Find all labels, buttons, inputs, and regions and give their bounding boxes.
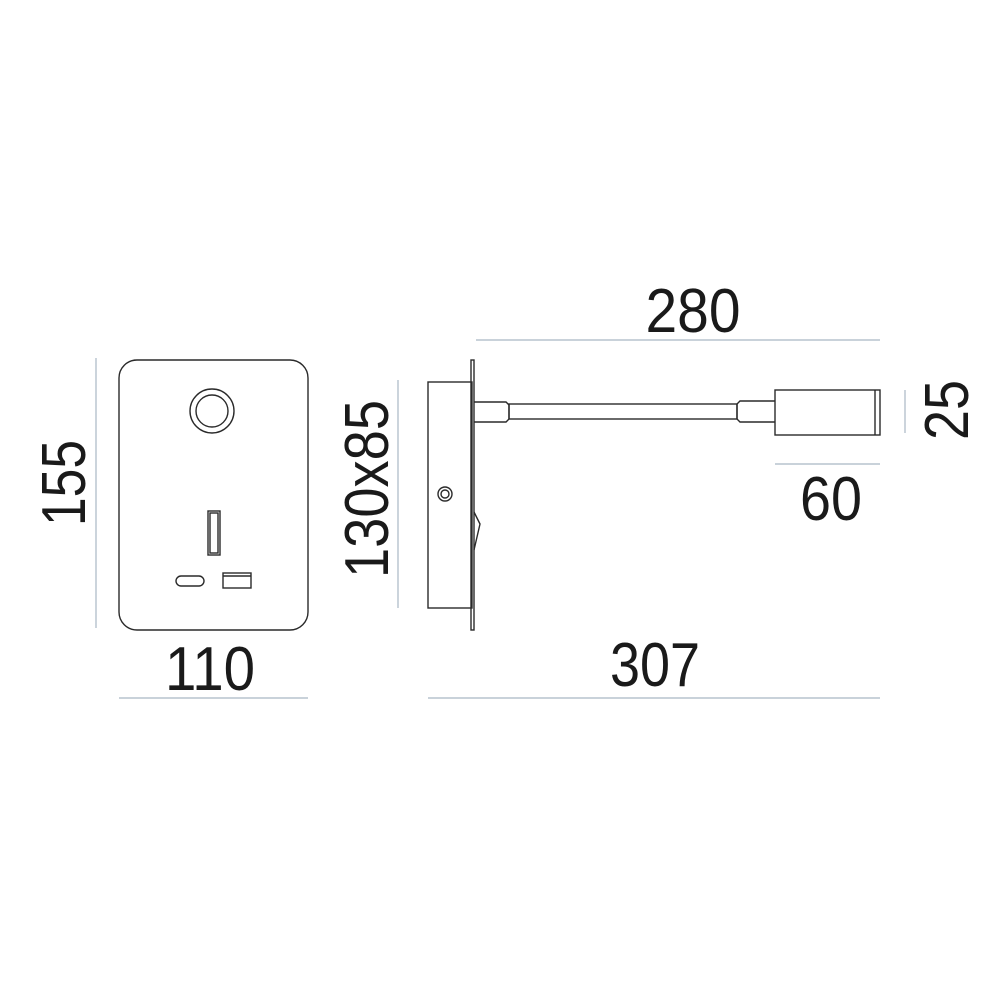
- socket-slot-inner: [209, 512, 219, 554]
- flexible-arm: [508, 403, 738, 420]
- wall-plate: [470, 359, 475, 631]
- label-head-diameter: 25: [913, 380, 982, 440]
- usb-c-port-icon: [175, 575, 205, 587]
- rocker-switch: [473, 511, 481, 551]
- front-view: [118, 359, 309, 631]
- label-total-depth: 307: [610, 631, 700, 700]
- touch-button-outer: [189, 388, 235, 434]
- usb-a-port-icon: [222, 572, 252, 589]
- switch-outer: [437, 486, 453, 502]
- arm-collar-head: [736, 400, 775, 423]
- backbox: [427, 381, 473, 609]
- label-head-length: 60: [800, 465, 862, 534]
- switch-inner: [440, 489, 450, 499]
- label-front-width: 110: [165, 635, 255, 704]
- touch-button-inner: [195, 394, 229, 428]
- front-plate: [118, 359, 309, 631]
- dimension-labels: 155 110 130x85 280 25 60 307: [30, 277, 982, 704]
- lamp-head: [774, 389, 881, 436]
- label-front-height: 155: [30, 440, 99, 526]
- dimension-lines: [95, 339, 906, 699]
- label-arm-length: 280: [646, 277, 741, 346]
- arm-collar-base: [474, 401, 510, 423]
- socket-slot: [207, 510, 221, 556]
- side-view: [427, 359, 881, 631]
- label-backbox: 130x85: [333, 400, 402, 578]
